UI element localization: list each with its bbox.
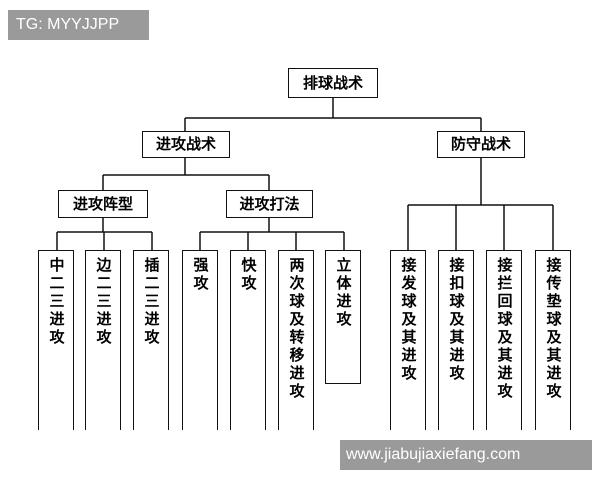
leaf-zhong-23: 中二三进攻 xyxy=(38,250,74,430)
leaf-jiechuandianqiu: 接传垫球及其进攻 xyxy=(535,250,571,430)
watermark-bottom: www.jiabujiaxiefang.com xyxy=(340,440,592,470)
formation-node: 进攻阵型 xyxy=(58,190,148,218)
methods-node: 进攻打法 xyxy=(226,190,313,218)
leaf-liti: 立体进攻 xyxy=(325,250,361,384)
leaf-jiekouqiu: 接扣球及其进攻 xyxy=(438,250,474,430)
leaf-qianggong: 强攻 xyxy=(182,250,218,430)
watermark-top: TG: MYYJJPP xyxy=(8,10,149,40)
offense-node: 进攻战术 xyxy=(142,131,230,158)
defense-node: 防守战术 xyxy=(437,131,525,158)
leaf-liangciqiu: 两次球及转移进攻 xyxy=(278,250,314,430)
leaf-kuaigong: 快攻 xyxy=(230,250,266,430)
leaf-cha-23: 插二三进攻 xyxy=(133,250,169,430)
leaf-jiefaqiu: 接发球及其进攻 xyxy=(390,250,426,430)
leaf-jielanhuiqiu: 接拦回球及其进攻 xyxy=(486,250,522,430)
root-node: 排球战术 xyxy=(288,68,378,98)
leaf-bian-23: 边二三进攻 xyxy=(85,250,121,430)
